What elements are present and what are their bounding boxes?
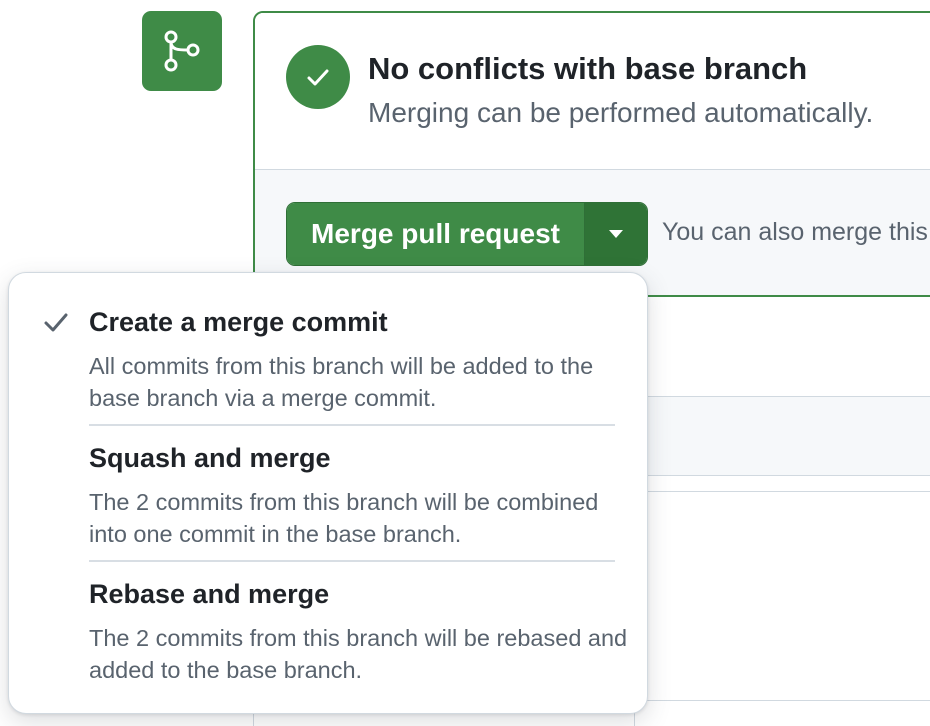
merge-status-tile xyxy=(142,11,222,91)
status-subtitle: Merging can be performed automatically. xyxy=(368,97,874,128)
menu-item-title: Rebase and merge xyxy=(89,579,330,609)
git-merge-icon xyxy=(164,30,200,72)
check-circle-icon xyxy=(286,45,350,109)
triangle-down-icon xyxy=(609,230,623,238)
merge-method-menu: Create a merge commit All commits from t… xyxy=(8,272,648,714)
menu-divider xyxy=(89,560,615,562)
menu-item-rebase-and-merge[interactable]: Rebase and merge The 2 commits from this… xyxy=(9,562,647,712)
merge-pull-request-button[interactable]: Merge pull request xyxy=(287,203,585,265)
menu-item-squash-and-merge[interactable]: Squash and merge The 2 commits from this… xyxy=(9,426,647,560)
background-panel xyxy=(640,396,930,476)
check-icon xyxy=(43,311,69,338)
menu-item-description: The 2 commits from this branch will be c… xyxy=(89,489,599,547)
alternative-merge-text: You can also merge this xyxy=(662,218,928,246)
menu-item-title: Squash and merge xyxy=(89,443,331,473)
status-title: No conflicts with base branch xyxy=(368,51,808,86)
menu-item-description: All commits from this branch will be add… xyxy=(89,353,594,411)
menu-item-title: Create a merge commit xyxy=(89,307,388,337)
merge-action-section: Merge pull request You can also merge th… xyxy=(255,170,930,295)
menu-divider xyxy=(89,424,615,426)
merge-status-section: No conflicts with base branch Merging ca… xyxy=(255,13,930,170)
merge-box: No conflicts with base branch Merging ca… xyxy=(253,11,930,297)
background-panel xyxy=(633,491,930,701)
merge-button-group: Merge pull request xyxy=(286,202,648,266)
menu-item-description: The 2 commits from this branch will be r… xyxy=(89,625,628,683)
merge-method-dropdown-button[interactable] xyxy=(585,203,647,265)
menu-item-create-merge-commit[interactable]: Create a merge commit All commits from t… xyxy=(9,273,647,423)
